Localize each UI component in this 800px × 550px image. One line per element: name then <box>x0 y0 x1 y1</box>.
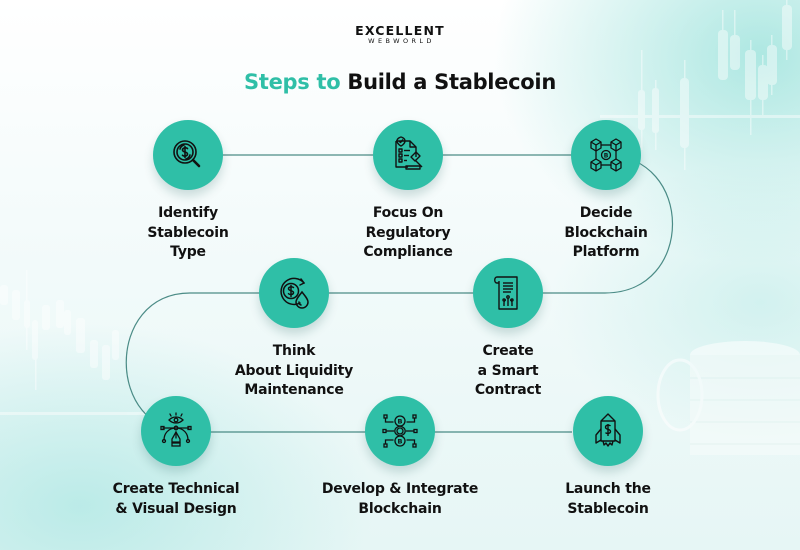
step-label: Create Technical & Visual Design <box>112 481 240 517</box>
svg-text:B: B <box>398 418 403 426</box>
blockchain-cubes-icon: B <box>590 138 622 172</box>
step-label: Think About Liquidity Maintenance <box>234 343 354 398</box>
design-pen-tool-icon <box>160 412 192 447</box>
step-circle: B <box>571 120 641 190</box>
step-label: Identify Stablecoin Type <box>147 205 229 260</box>
logo-wordmark-top: EXCELLENT <box>355 23 445 38</box>
step-circle <box>473 258 543 328</box>
step-create-a-smart-contract: Create a Smart Contract <box>418 258 598 401</box>
step-label: Decide Blockchain Platform <box>564 205 648 260</box>
step-focus-on-regulatory-compliance: Focus On Regulatory Compliance <box>318 120 498 263</box>
step-circle <box>153 120 223 190</box>
step-circle <box>141 396 211 466</box>
dollar-magnifier-icon <box>173 140 201 168</box>
company-logo: EXCELLENT WEBWORLD <box>0 24 800 46</box>
smart-contract-scroll-icon <box>494 276 518 310</box>
svg-text:B: B <box>398 438 403 446</box>
compliance-document-gavel-icon <box>395 136 423 170</box>
step-circle <box>573 396 643 466</box>
page-title: Steps to Build a Stablecoin <box>0 70 800 94</box>
step-launch-the-stablecoin: Launch the Stablecoin <box>518 396 698 519</box>
step-circle <box>373 120 443 190</box>
svg-text:B: B <box>604 153 609 160</box>
blockchain-integration-icon: B B <box>382 414 418 448</box>
logo-wordmark-bottom: WEBWORLD <box>368 37 435 45</box>
step-label: Focus On Regulatory Compliance <box>363 205 453 260</box>
step-decide-blockchain-platform: B Decide Blockchain Platform <box>516 120 696 263</box>
step-circle <box>259 258 329 328</box>
step-identify-stablecoin-type: Identify Stablecoin Type <box>98 120 278 263</box>
step-label: Create a Smart Contract <box>474 343 542 398</box>
step-think-about-liquidity-maintenance: Think About Liquidity Maintenance <box>204 258 384 401</box>
title-main: Build a Stablecoin <box>347 70 556 94</box>
step-circle: B B <box>365 396 435 466</box>
step-create-technical-and-visual-design: Create Technical & Visual Design <box>86 396 266 519</box>
dollar-rocket-icon <box>595 413 621 447</box>
liquidity-coin-drop-icon <box>280 277 309 309</box>
step-label: Launch the Stablecoin <box>565 481 651 517</box>
step-develop-and-integrate-blockchain: B B Develop & Integrate Blockchain <box>310 396 490 519</box>
step-label: Develop & Integrate Blockchain <box>321 481 479 517</box>
title-accent: Steps to <box>244 70 341 94</box>
